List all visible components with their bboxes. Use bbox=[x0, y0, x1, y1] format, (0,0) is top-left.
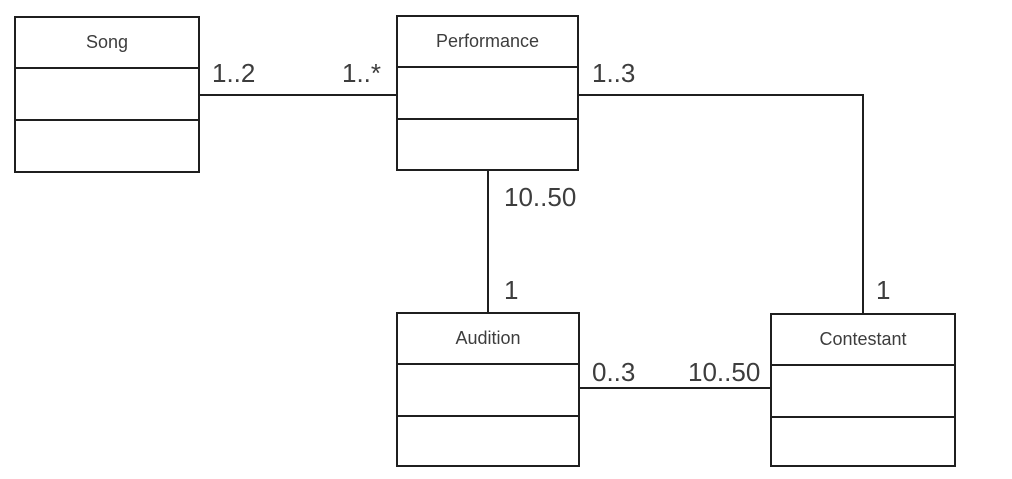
association-line-performance-audition bbox=[487, 170, 489, 313]
class-box-audition: Audition bbox=[396, 312, 580, 467]
multiplicity-performance-side-song-assoc: 1..* bbox=[342, 58, 382, 88]
association-line-performance-contestant-horizontal bbox=[578, 94, 864, 96]
class-name-audition: Audition bbox=[398, 314, 578, 365]
class-box-song: Song bbox=[14, 16, 200, 173]
attributes-compartment-song bbox=[16, 69, 198, 121]
operations-compartment-contestant bbox=[772, 418, 954, 465]
multiplicity-audition-side-performance-assoc: 1 bbox=[504, 275, 519, 305]
operations-compartment-audition bbox=[398, 417, 578, 465]
operations-compartment-song bbox=[16, 121, 198, 171]
class-name-song: Song bbox=[16, 18, 198, 69]
operations-compartment-performance bbox=[398, 120, 577, 169]
multiplicity-performance-side-contestant-assoc: 1..3 bbox=[592, 58, 636, 88]
class-box-contestant: Contestant bbox=[770, 313, 956, 467]
association-line-song-performance bbox=[199, 94, 397, 96]
association-line-audition-contestant bbox=[579, 387, 771, 389]
attributes-compartment-audition bbox=[398, 365, 578, 417]
attributes-compartment-contestant bbox=[772, 366, 954, 418]
association-line-performance-contestant-vertical bbox=[862, 94, 864, 314]
multiplicity-song-side: 1..2 bbox=[212, 58, 256, 88]
class-name-contestant: Contestant bbox=[772, 315, 954, 366]
multiplicity-performance-side-audition-assoc: 10..50 bbox=[504, 182, 577, 212]
multiplicity-audition-side-contestant-assoc: 0..3 bbox=[592, 357, 636, 387]
attributes-compartment-performance bbox=[398, 68, 577, 120]
multiplicity-contestant-side-performance-assoc: 1 bbox=[876, 275, 891, 305]
class-box-performance: Performance bbox=[396, 15, 579, 171]
class-name-performance: Performance bbox=[398, 17, 577, 68]
multiplicity-contestant-side-audition-assoc: 10..50 bbox=[688, 357, 761, 387]
